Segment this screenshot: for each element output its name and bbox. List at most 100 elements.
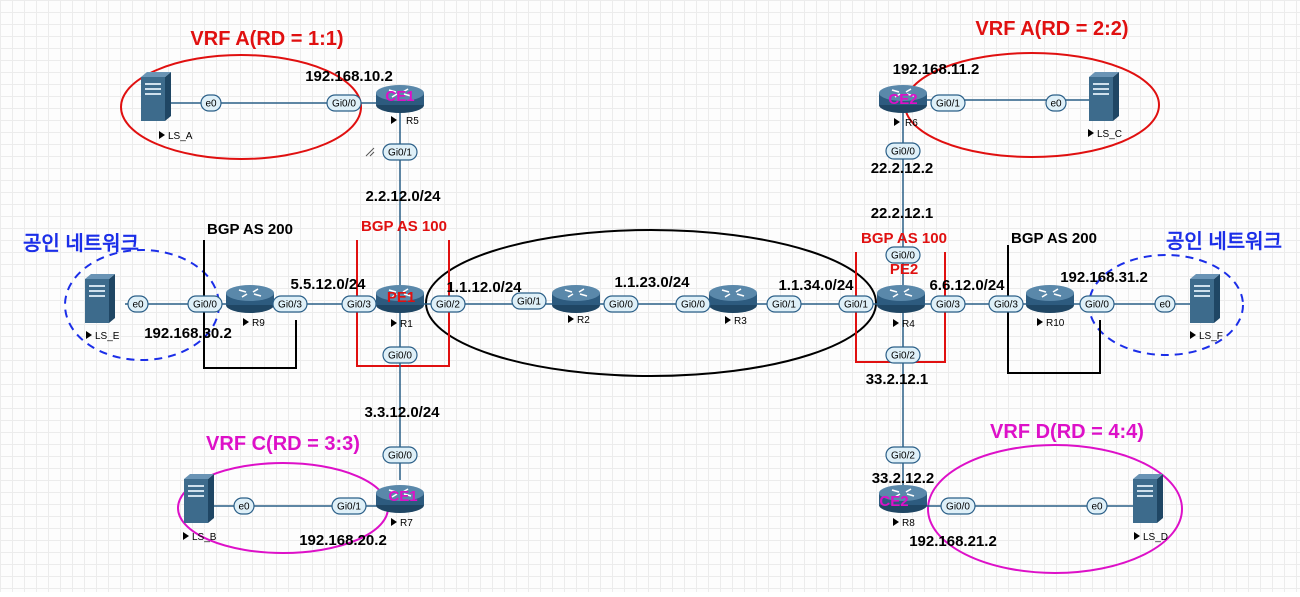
interface-label: e0 bbox=[238, 502, 250, 513]
interface-lsb-e0: e0 bbox=[233, 497, 255, 515]
interface-label: Gi0/3 bbox=[994, 300, 1018, 311]
ce2-bottom-tag: CE2 bbox=[879, 493, 908, 510]
interface-r7-g01: Gi0/1 bbox=[331, 497, 367, 515]
net-1-1-34: 1.1.34.0/24 bbox=[778, 277, 854, 294]
vrf-a2-title: VRF A(RD = 2:2) bbox=[975, 18, 1128, 40]
interface-label: Gi0/1 bbox=[936, 99, 960, 110]
net-1-1-23: 1.1.23.0/24 bbox=[614, 274, 690, 291]
server-ls-a[interactable] bbox=[141, 72, 171, 121]
interface-label: e0 bbox=[1091, 502, 1103, 513]
interface-label: Gi0/2 bbox=[436, 300, 460, 311]
interface-r6-g00: Gi0/0 bbox=[885, 142, 921, 160]
pe2-tag: PE2 bbox=[890, 261, 918, 278]
server-ls-c[interactable] bbox=[1089, 72, 1119, 121]
ip-r10: 192.168.31.2 bbox=[1060, 269, 1148, 286]
ce2-top-tag: CE2 bbox=[888, 91, 917, 108]
interface-label: Gi0/3 bbox=[278, 300, 302, 311]
interface-label: Gi0/1 bbox=[844, 300, 868, 311]
net-1-1-12: 1.1.12.0/24 bbox=[446, 279, 522, 296]
bgp-as100-left-label: BGP AS 100 bbox=[361, 218, 447, 235]
ip-r9: 192.168.30.2 bbox=[144, 325, 232, 342]
vrf-d-title: VRF D(RD = 4:4) bbox=[990, 421, 1144, 443]
interface-r10-g03: Gi0/3 bbox=[988, 295, 1024, 313]
interface-r6-g01: Gi0/1 bbox=[930, 94, 966, 112]
interface-r8-g02: Gi0/2 bbox=[885, 446, 921, 464]
ce1-top-tag: CE1 bbox=[385, 88, 414, 105]
public-left-title: 공인 네트워크 bbox=[23, 232, 139, 255]
interface-label: e0 bbox=[1159, 300, 1171, 311]
interface-r1-g01: Gi0/1 bbox=[382, 143, 418, 161]
router-r10[interactable] bbox=[1025, 284, 1075, 314]
interface-label: Gi0/0 bbox=[332, 99, 356, 110]
server-ls-f[interactable] bbox=[1190, 274, 1220, 323]
bgp-as100-right-label: BGP AS 100 bbox=[861, 230, 947, 247]
ip-33-2-12-2: 33.2.12.2 bbox=[872, 470, 935, 487]
interface-label: Gi0/2 bbox=[891, 451, 915, 462]
interface-r9-g00: Gi0/0 bbox=[187, 295, 223, 313]
interface-label: Gi0/0 bbox=[388, 451, 412, 462]
router-r2[interactable] bbox=[551, 284, 601, 314]
r10-name: R10 bbox=[1046, 318, 1065, 329]
interface-label: Gi0/3 bbox=[347, 300, 371, 311]
interface-label: Gi0/1 bbox=[337, 502, 361, 513]
interface-r4-g03: Gi0/3 bbox=[930, 295, 966, 313]
ls-e-name: LS_E bbox=[95, 331, 120, 342]
ls-f-name: LS_F bbox=[1199, 331, 1223, 342]
interface-label: Gi0/1 bbox=[772, 300, 796, 311]
interface-label: Gi0/0 bbox=[193, 300, 217, 311]
interface-r3-g01: Gi0/1 bbox=[766, 295, 802, 313]
interface-r2-g00: Gi0/0 bbox=[603, 295, 639, 313]
vrf-a1-region bbox=[120, 54, 362, 160]
net-2-2-12: 2.2.12.0/24 bbox=[365, 188, 441, 205]
interface-r9-g03: Gi0/3 bbox=[272, 295, 308, 313]
ip-r8: 192.168.21.2 bbox=[909, 533, 997, 550]
r1-name: R1 bbox=[400, 319, 413, 330]
interface-r3-g00: Gi0/0 bbox=[675, 295, 711, 313]
bgp-as200-left-label: BGP AS 200 bbox=[207, 221, 293, 238]
interface-r2-g01: Gi0/1 bbox=[511, 292, 547, 310]
interface-label: Gi0/1 bbox=[388, 148, 412, 159]
router-r4[interactable] bbox=[876, 284, 926, 314]
ce1-bottom-tag: CE1 bbox=[388, 488, 417, 505]
ip-r7: 192.168.20.2 bbox=[299, 532, 387, 549]
net-5-5-12: 5.5.12.0/24 bbox=[290, 276, 366, 293]
r6-name: R6 bbox=[905, 118, 918, 129]
ip-r5: 192.168.10.2 bbox=[305, 68, 393, 85]
pe1-tag: PE1 bbox=[387, 289, 415, 306]
interface-r5-g00: Gi0/0 bbox=[326, 94, 362, 112]
net-6-6-12: 6.6.12.0/24 bbox=[929, 277, 1005, 294]
interface-label: Gi0/0 bbox=[681, 300, 705, 311]
ls-c-name: LS_C bbox=[1097, 129, 1122, 140]
interface-label: Gi0/1 bbox=[517, 297, 541, 308]
interface-label: Gi0/0 bbox=[891, 251, 915, 262]
public-right-title: 공인 네트워크 bbox=[1166, 230, 1282, 253]
server-ls-b[interactable] bbox=[184, 474, 214, 523]
ip-22-2-12-2: 22.2.12.2 bbox=[871, 160, 934, 177]
router-r9[interactable] bbox=[225, 284, 275, 314]
interface-r8-g00: Gi0/0 bbox=[940, 497, 976, 515]
interface-label: Gi0/0 bbox=[388, 351, 412, 362]
r9-name: R9 bbox=[252, 318, 265, 329]
vrf-a1-title: VRF A(RD = 1:1) bbox=[190, 28, 343, 50]
interface-lsf-e0: e0 bbox=[1154, 295, 1176, 313]
server-ls-d[interactable] bbox=[1133, 474, 1163, 523]
router-r3[interactable] bbox=[708, 284, 758, 314]
interface-r1-g02: Gi0/2 bbox=[430, 295, 466, 313]
interface-lsc-e0: e0 bbox=[1045, 94, 1067, 112]
interface-label: Gi0/0 bbox=[1085, 300, 1109, 311]
r5-name: R5 bbox=[406, 116, 419, 127]
resize-handle-icon bbox=[365, 147, 375, 157]
ls-a-name: LS_A bbox=[168, 131, 193, 142]
ls-d-name: LS_D bbox=[1143, 532, 1168, 543]
interface-r4-g01: Gi0/1 bbox=[838, 295, 874, 313]
interface-r7-g00: Gi0/0 bbox=[382, 446, 418, 464]
r3-name: R3 bbox=[734, 316, 747, 327]
interface-label: e0 bbox=[1050, 99, 1062, 110]
server-ls-e[interactable] bbox=[85, 274, 115, 323]
r7-name: R7 bbox=[400, 518, 413, 529]
ip-33-2-12-1: 33.2.12.1 bbox=[866, 371, 929, 388]
interface-label: e0 bbox=[132, 300, 144, 311]
